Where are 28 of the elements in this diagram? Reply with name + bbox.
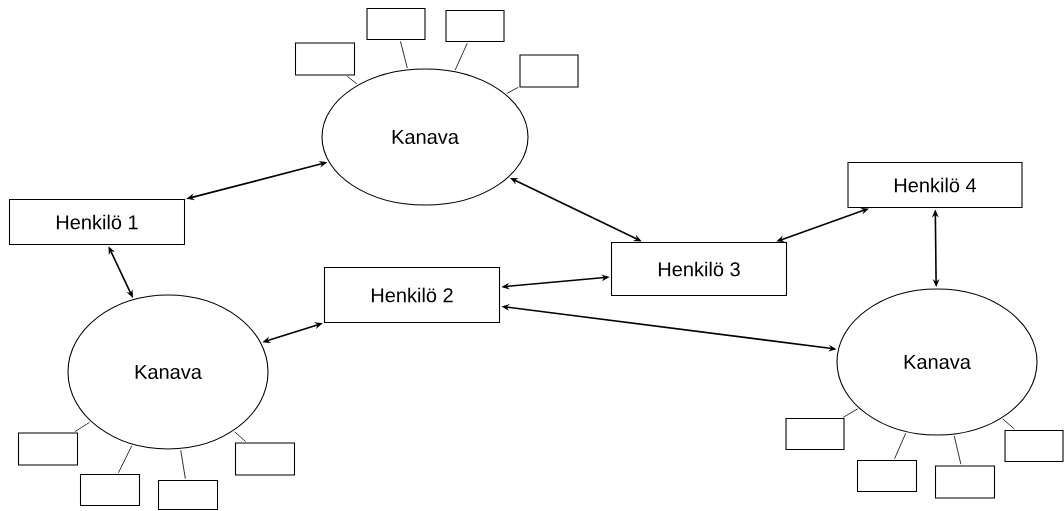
connector-line	[454, 42, 468, 71]
empty-box	[294, 42, 356, 76]
empty-box	[785, 417, 845, 451]
connector-line	[346, 75, 358, 85]
empty-box	[234, 442, 296, 476]
empty-box	[157, 479, 219, 511]
empty-box	[1004, 429, 1064, 463]
empty-box	[934, 465, 996, 499]
connector-line	[118, 445, 133, 474]
person-box: Henkilö 4	[847, 161, 1023, 209]
connector-line	[234, 431, 246, 442]
connector-line	[506, 86, 519, 94]
connector-line	[400, 40, 408, 69]
person-box: Henkilö 2	[323, 266, 501, 324]
empty-box	[519, 54, 579, 88]
empty-box	[856, 459, 918, 493]
person-box: Henkilö 1	[8, 198, 186, 246]
connector-line	[1002, 418, 1015, 430]
empty-box	[17, 432, 79, 466]
connector-line	[74, 421, 90, 433]
empty-box	[79, 473, 141, 507]
connector-line	[953, 435, 962, 465]
connector-line	[894, 432, 907, 460]
empty-box	[445, 9, 505, 43]
empty-box	[366, 7, 426, 41]
connector-line	[842, 408, 858, 418]
connector-line	[180, 449, 186, 480]
person-box: Henkilö 3	[610, 241, 788, 297]
